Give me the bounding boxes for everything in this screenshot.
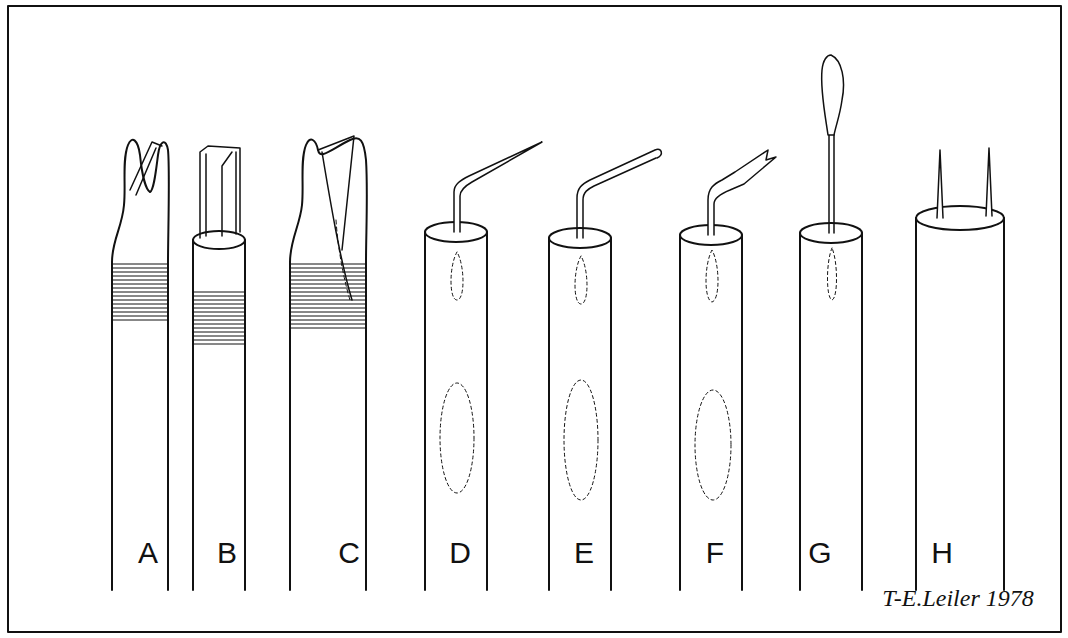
wire-loop [200,146,240,238]
handle-end [800,223,862,243]
twin-needles [937,148,992,218]
handle-outline [193,240,245,590]
hidden-tang [706,250,718,302]
shaft [829,133,834,233]
thread-wrapping [112,264,168,320]
handle-outline [112,140,169,590]
handle-outline [800,233,862,590]
part-letter: A [138,538,158,568]
handle-outline [425,232,487,590]
handle-outline [916,218,1004,590]
hidden-tang [828,248,837,300]
part-letter: B [217,538,237,568]
hidden-cavity [440,383,474,493]
artist-signature: T-E.Leiler 1978 [882,586,1034,610]
thread-wrapping [290,264,366,328]
thread-wrapping [193,292,245,344]
blade [318,136,354,300]
handle-outline [290,138,367,590]
hidden-tang [451,252,463,300]
hidden-cavity [695,390,731,500]
part-letter: D [449,538,471,568]
wire-tip [130,142,162,195]
hidden-cavity [564,380,598,500]
part-letter: F [706,538,724,568]
picture-frame [8,6,1061,632]
ink-group [8,6,1061,632]
handle-outline [680,235,742,590]
part-letter: H [931,538,953,568]
handle-outline [549,238,611,590]
handle-end [193,231,245,249]
hook-tip [577,149,661,238]
part-letter: C [338,538,360,568]
spear-blade [822,55,844,135]
hidden-tang [575,256,587,304]
forked-blade [708,150,776,235]
part-letter: E [574,538,594,568]
handle-end [549,228,611,248]
needle-tip [454,142,542,232]
part-letter: G [808,538,831,568]
